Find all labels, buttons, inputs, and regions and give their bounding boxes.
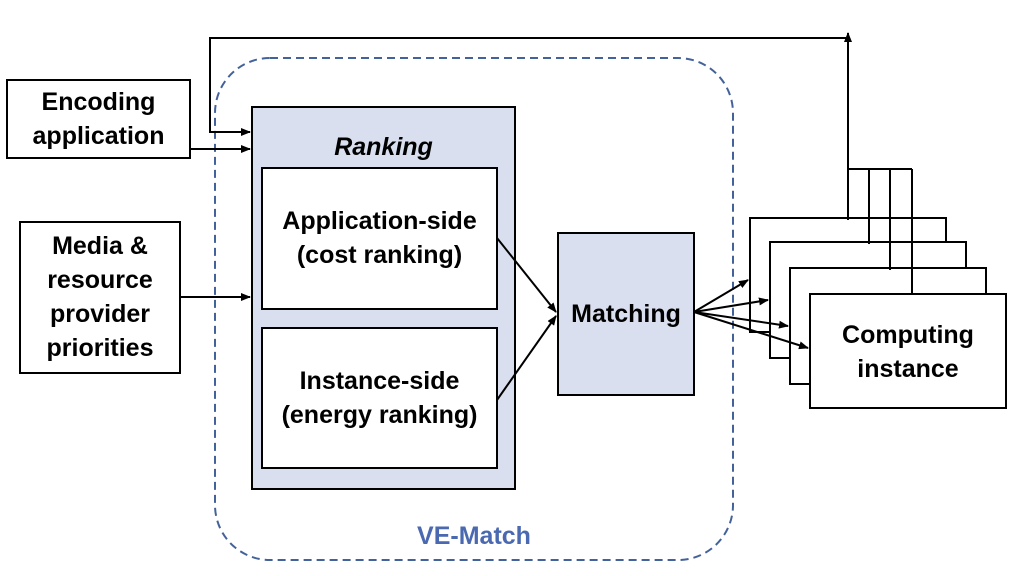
ranking-to-matching-arrows: [496, 237, 557, 401]
ve-match-boundary: [214, 57, 734, 561]
instance-side-label: Instance-side (energy ranking): [262, 364, 497, 432]
matching-box: [557, 232, 695, 396]
ve-match-label: VE-Match: [417, 522, 531, 550]
priorities-box: [19, 221, 181, 374]
application-side-line-2: (cost ranking): [296, 241, 463, 269]
instance-side-box: [261, 327, 498, 469]
priorities-line-4: priorities: [46, 334, 154, 362]
input-arrows: [180, 145, 251, 301]
application-side-label: Application-side (cost ranking): [262, 204, 497, 272]
priorities-label: Media & resource provider priorities: [20, 229, 180, 365]
instance-feedback-lines: [847, 168, 913, 296]
encoding-application-label: Encoding application: [7, 85, 190, 153]
instance-side-line-2: (energy ranking): [281, 401, 478, 429]
application-side-line-1: Application-side: [282, 207, 477, 235]
matching-label: Matching: [571, 300, 681, 328]
priorities-line-1: Media &: [52, 232, 148, 260]
computing-instance-front: [809, 293, 1007, 409]
computing-instance-line-2: instance: [857, 355, 959, 383]
computing-instance-label: Computing instance: [810, 318, 1006, 386]
instance-side-line-1: Instance-side: [299, 367, 460, 395]
feedback-loop: [209, 32, 852, 169]
ranking-title: Ranking: [334, 133, 433, 161]
encoding-line-1: Encoding: [41, 88, 156, 116]
application-side-box: [261, 167, 498, 310]
encoding-line-2: application: [32, 122, 165, 150]
encoding-application-box: [6, 79, 191, 159]
priorities-line-2: resource: [47, 266, 153, 294]
priorities-line-3: provider: [49, 300, 151, 328]
matching-to-instance-arrows: [693, 279, 809, 350]
computing-instance-line-1: Computing: [842, 321, 974, 349]
